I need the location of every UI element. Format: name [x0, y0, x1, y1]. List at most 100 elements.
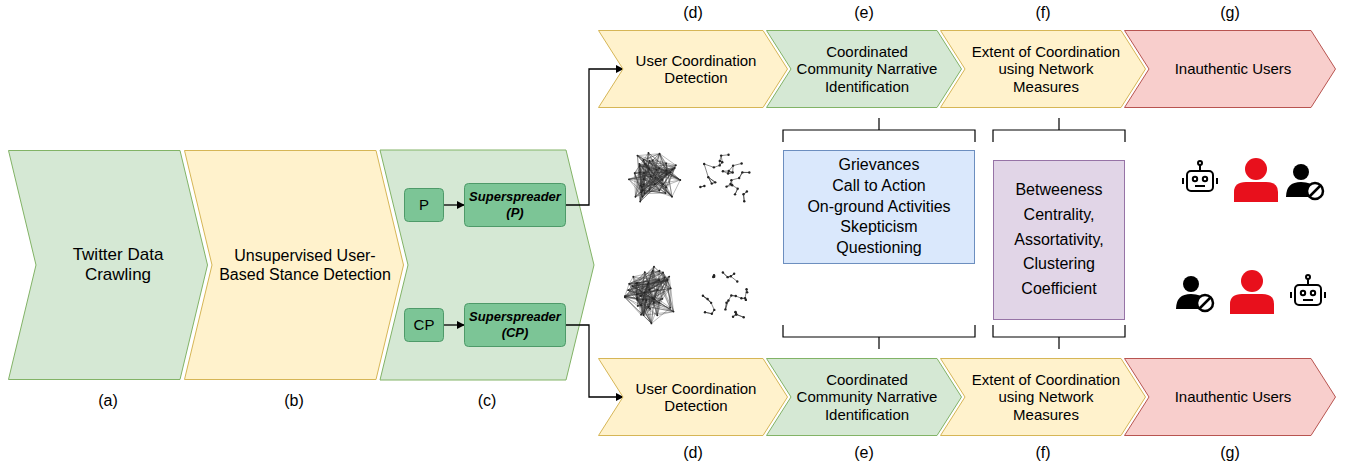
- chevron-shape: [941, 31, 1146, 108]
- network-node: [636, 297, 638, 299]
- bracket: [783, 118, 975, 142]
- network-node: [664, 277, 666, 279]
- network-link: [704, 164, 708, 177]
- network-node: [648, 168, 650, 170]
- bracket: [783, 325, 975, 349]
- network-link: [649, 280, 667, 289]
- network-node: [643, 314, 645, 316]
- text-holder: P: [407, 196, 441, 214]
- sparse-network: [702, 271, 749, 318]
- network-node: [640, 185, 642, 187]
- process-chevron: User Coordination Detection: [598, 30, 788, 108]
- network-link: [625, 283, 636, 297]
- block-slash: [1310, 186, 1321, 197]
- person-icon: [1230, 270, 1274, 314]
- step-letter: (c): [478, 392, 497, 410]
- network-link: [641, 180, 663, 186]
- network-node: [670, 287, 672, 289]
- robot-antenna-tip: [1306, 275, 1310, 279]
- step-letter: (g): [1220, 444, 1240, 462]
- network-link: [637, 271, 653, 295]
- robot-ear: [1216, 178, 1218, 184]
- network-node: [648, 282, 650, 284]
- network-node: [736, 187, 738, 189]
- network-link: [735, 311, 736, 312]
- robot-mouth: [1195, 185, 1205, 187]
- network-link: [635, 173, 639, 197]
- network-node: [661, 298, 663, 300]
- network-node: [652, 160, 654, 162]
- text-holder: Extent of Coordination using Network Mea…: [969, 371, 1123, 423]
- step-letter: (b): [284, 392, 304, 410]
- network-node: [743, 200, 745, 202]
- network-node: [656, 169, 658, 171]
- network-node: [727, 154, 729, 156]
- chevron-shape: [599, 31, 788, 108]
- chevron-shape: [1125, 359, 1336, 436]
- network-node: [748, 171, 750, 173]
- network-link: [628, 290, 650, 309]
- network-link: [654, 278, 664, 300]
- box-shape: [465, 184, 566, 227]
- chevron-shape: [767, 31, 962, 108]
- node-text: P: [407, 196, 441, 214]
- blocked-user-icon: [1286, 164, 1323, 199]
- bracket: [993, 325, 1125, 349]
- process-chevron: User Coordination Detection: [598, 358, 788, 436]
- network-link: [637, 298, 651, 323]
- step-letter: (a): [98, 392, 118, 410]
- network-link: [668, 279, 671, 308]
- network-link: [663, 272, 674, 311]
- network-node: [731, 171, 733, 173]
- step-letter: (d): [683, 444, 703, 462]
- network-link: [660, 154, 663, 180]
- robot-ear: [1290, 292, 1292, 298]
- network-node: [654, 183, 656, 185]
- network-node: [640, 191, 642, 193]
- network-node: [640, 295, 642, 297]
- node-text: Skepticism: [791, 217, 967, 238]
- network-node: [733, 273, 735, 275]
- network-node: [669, 171, 671, 173]
- network-node: [725, 185, 727, 187]
- node-text: Unsupervised User-Based Stance Detection: [218, 246, 392, 284]
- network-link: [713, 276, 715, 277]
- network-node: [632, 276, 634, 278]
- network-link: [649, 280, 667, 289]
- network-link: [632, 286, 649, 289]
- network-link: [643, 160, 644, 194]
- network-link: [731, 178, 739, 180]
- network-link: [625, 271, 653, 298]
- node-text: CP: [407, 316, 441, 334]
- network-link: [644, 173, 663, 180]
- text-holder: Superspreader (P): [467, 189, 563, 220]
- network-node: [731, 184, 733, 186]
- network-link: [646, 290, 649, 300]
- person-body: [1230, 294, 1274, 314]
- node-text: Questioning: [791, 238, 967, 259]
- network-link: [640, 172, 644, 173]
- network-node: [661, 179, 663, 181]
- dense-network: [624, 266, 674, 325]
- network-link: [635, 153, 649, 173]
- sparse-network: [699, 154, 750, 203]
- dense-network: [628, 152, 681, 203]
- superspreader-box: Superspreader (P): [464, 183, 566, 227]
- text-holder: Betweeness Centrality, Assortativity, Cl…: [999, 178, 1119, 302]
- chevron-shape: [941, 359, 1146, 436]
- network-node: [643, 178, 645, 180]
- node-text: Extent of Coordination using Network Mea…: [969, 371, 1123, 423]
- process-chevron: Inauthentic Users: [1124, 358, 1336, 436]
- process-chevron: Extent of Coordination using Network Mea…: [940, 358, 1146, 436]
- robot-icon: [1291, 275, 1325, 305]
- network-link: [625, 296, 643, 299]
- network-node: [644, 163, 646, 165]
- network-node: [647, 283, 649, 285]
- network-node: [644, 193, 646, 195]
- network-node: [652, 297, 654, 299]
- network-node: [624, 296, 626, 298]
- network-node: [727, 172, 729, 174]
- network-node: [711, 313, 713, 315]
- network-node: [738, 177, 740, 179]
- network-link: [650, 309, 657, 315]
